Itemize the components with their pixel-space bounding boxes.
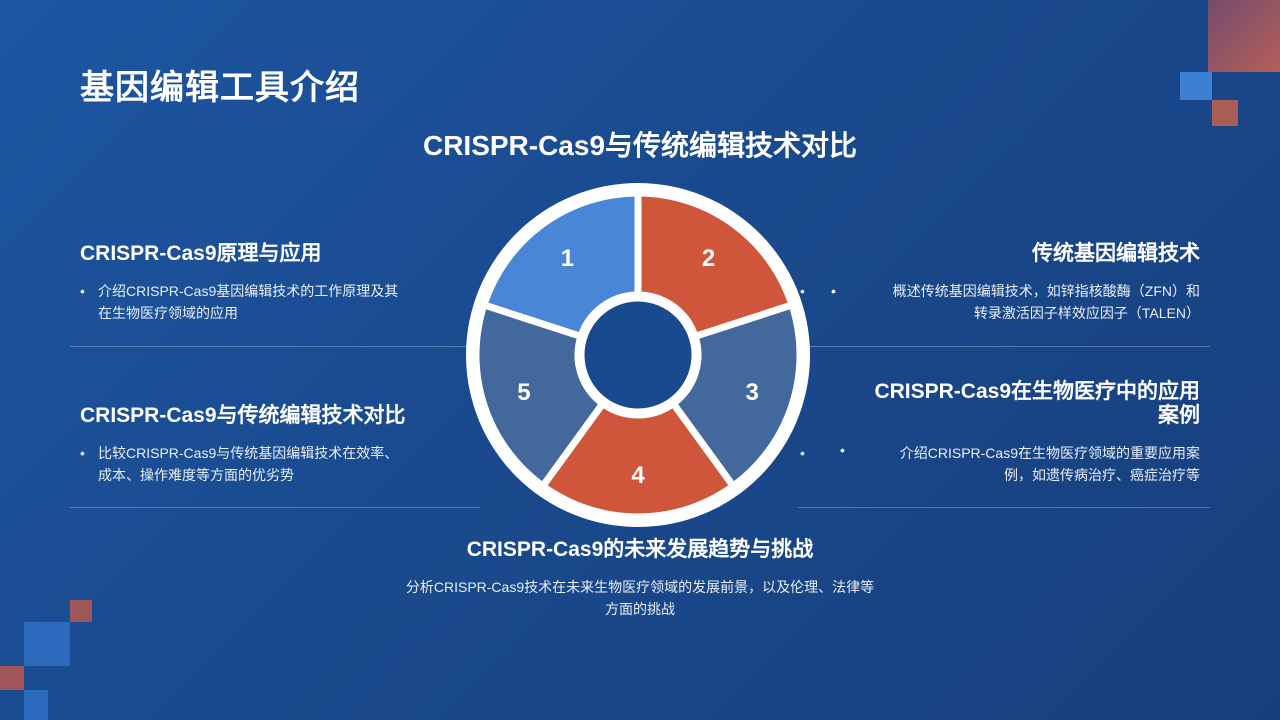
wheel-segment-label: 4 — [631, 462, 645, 489]
corner-decoration-square — [1212, 100, 1238, 126]
wheel-segment-label: 5 — [517, 379, 530, 406]
bullet-list: 介绍CRISPR-Cas9基因编辑技术的工作原理及其 在生物医疗领域的应用 — [80, 280, 480, 324]
slide-subtitle: CRISPR-Cas9与传统编辑技术对比 — [422, 130, 858, 161]
bullet-item: 概述传统基因编辑技术，如锌指核酸酶（ZFN）和 转录激活因子样效应因子（TALE… — [800, 280, 1200, 324]
section-comparison: CRISPR-Cas9与传统编辑技术对比 比较CRISPR-Cas9与传统基因编… — [80, 404, 480, 486]
section-heading: CRISPR-Cas9的未来发展趋势与挑战 — [466, 538, 814, 561]
section-medical-cases: CRISPR-Cas9在生物医疗中的应用 案例 介绍CRISPR-Cas9在生物… — [800, 380, 1200, 486]
section-future-trends: CRISPR-Cas9的未来发展趋势与挑战 分析CRISPR-Cas9技术在未来… — [340, 538, 940, 620]
section-principle-application: CRISPR-Cas9原理与应用 介绍CRISPR-Cas9基因编辑技术的工作原… — [80, 242, 480, 324]
corner-decoration-bottom-left — [0, 666, 24, 690]
bullet-text: 成本、操作难度等方面的优劣势 — [98, 467, 294, 483]
wheel-center-hole — [577, 294, 699, 416]
bullet-list: 比较CRISPR-Cas9与传统基因编辑技术在效率、 成本、操作难度等方面的优劣… — [80, 442, 480, 486]
heading-line: CRISPR-Cas9在生物医疗中的应用 — [874, 380, 1200, 403]
bullet-dot: • — [840, 442, 845, 458]
divider-line — [798, 507, 1210, 508]
divider-line — [70, 346, 480, 347]
bullet-text: 概述传统基因编辑技术，如锌指核酸酶（ZFN）和 — [892, 283, 1200, 299]
bullet-text: 例，如遗传病治疗、癌症治疗等 — [1004, 467, 1200, 483]
wheel-segment-label: 1 — [561, 245, 574, 272]
section-heading: 传统基因编辑技术 — [1032, 242, 1200, 265]
divider-line — [798, 346, 1210, 347]
bullet-dot: • — [831, 283, 836, 299]
text-line: 分析CRISPR-Cas9技术在未来生物医疗领域的发展前景，以及伦理、法律等 — [405, 579, 875, 595]
section-heading: CRISPR-Cas9原理与应用 — [80, 242, 322, 265]
corner-decoration-square — [1180, 72, 1212, 100]
bullet-text: 转录激活因子样效应因子（TALEN） — [973, 305, 1200, 321]
bullet-item: 介绍CRISPR-Cas9基因编辑技术的工作原理及其 在生物医疗领域的应用 — [80, 280, 480, 324]
wheel-segment-label: 3 — [745, 379, 758, 406]
bullet-item: 介绍CRISPR-Cas9在生物医疗领域的重要应用案 例，如遗传病治疗、癌症治疗… — [800, 442, 1200, 486]
wheel-segment-label: 2 — [702, 245, 715, 272]
bullet-text: 介绍CRISPR-Cas9在生物医疗领域的重要应用案 — [899, 445, 1200, 461]
section-heading: CRISPR-Cas9在生物医疗中的应用 案例 — [800, 380, 1200, 428]
heading-line: 案例 — [1158, 404, 1200, 427]
divider-line — [70, 507, 480, 508]
corner-decoration-bottom-left — [70, 600, 92, 622]
bullet-text: 在生物医疗领域的应用 — [98, 305, 238, 321]
bullet-list: 介绍CRISPR-Cas9在生物医疗领域的重要应用案 例，如遗传病治疗、癌症治疗… — [800, 442, 1200, 486]
bullet-item: 比较CRISPR-Cas9与传统基因编辑技术在效率、 成本、操作难度等方面的优劣… — [80, 442, 480, 486]
corner-decoration-top-right — [1208, 0, 1280, 72]
corner-decoration-bottom-left — [24, 622, 70, 666]
bullet-text: 比较CRISPR-Cas9与传统基因编辑技术在效率、 — [98, 445, 399, 461]
section-traditional-techniques: 传统基因编辑技术 概述传统基因编辑技术，如锌指核酸酶（ZFN）和 转录激活因子样… — [800, 242, 1200, 324]
section-text: 分析CRISPR-Cas9技术在未来生物医疗领域的发展前景，以及伦理、法律等 方… — [340, 576, 940, 620]
bullet-list: 概述传统基因编辑技术，如锌指核酸酶（ZFN）和 转录激活因子样效应因子（TALE… — [800, 280, 1200, 324]
text-line: 方面的挑战 — [605, 601, 675, 617]
section-heading: CRISPR-Cas9与传统编辑技术对比 — [80, 404, 406, 427]
bullet-text: 介绍CRISPR-Cas9基因编辑技术的工作原理及其 — [98, 283, 399, 299]
page-title: 基因编辑工具介绍 — [80, 69, 360, 107]
corner-decoration-bottom-left — [24, 690, 48, 720]
